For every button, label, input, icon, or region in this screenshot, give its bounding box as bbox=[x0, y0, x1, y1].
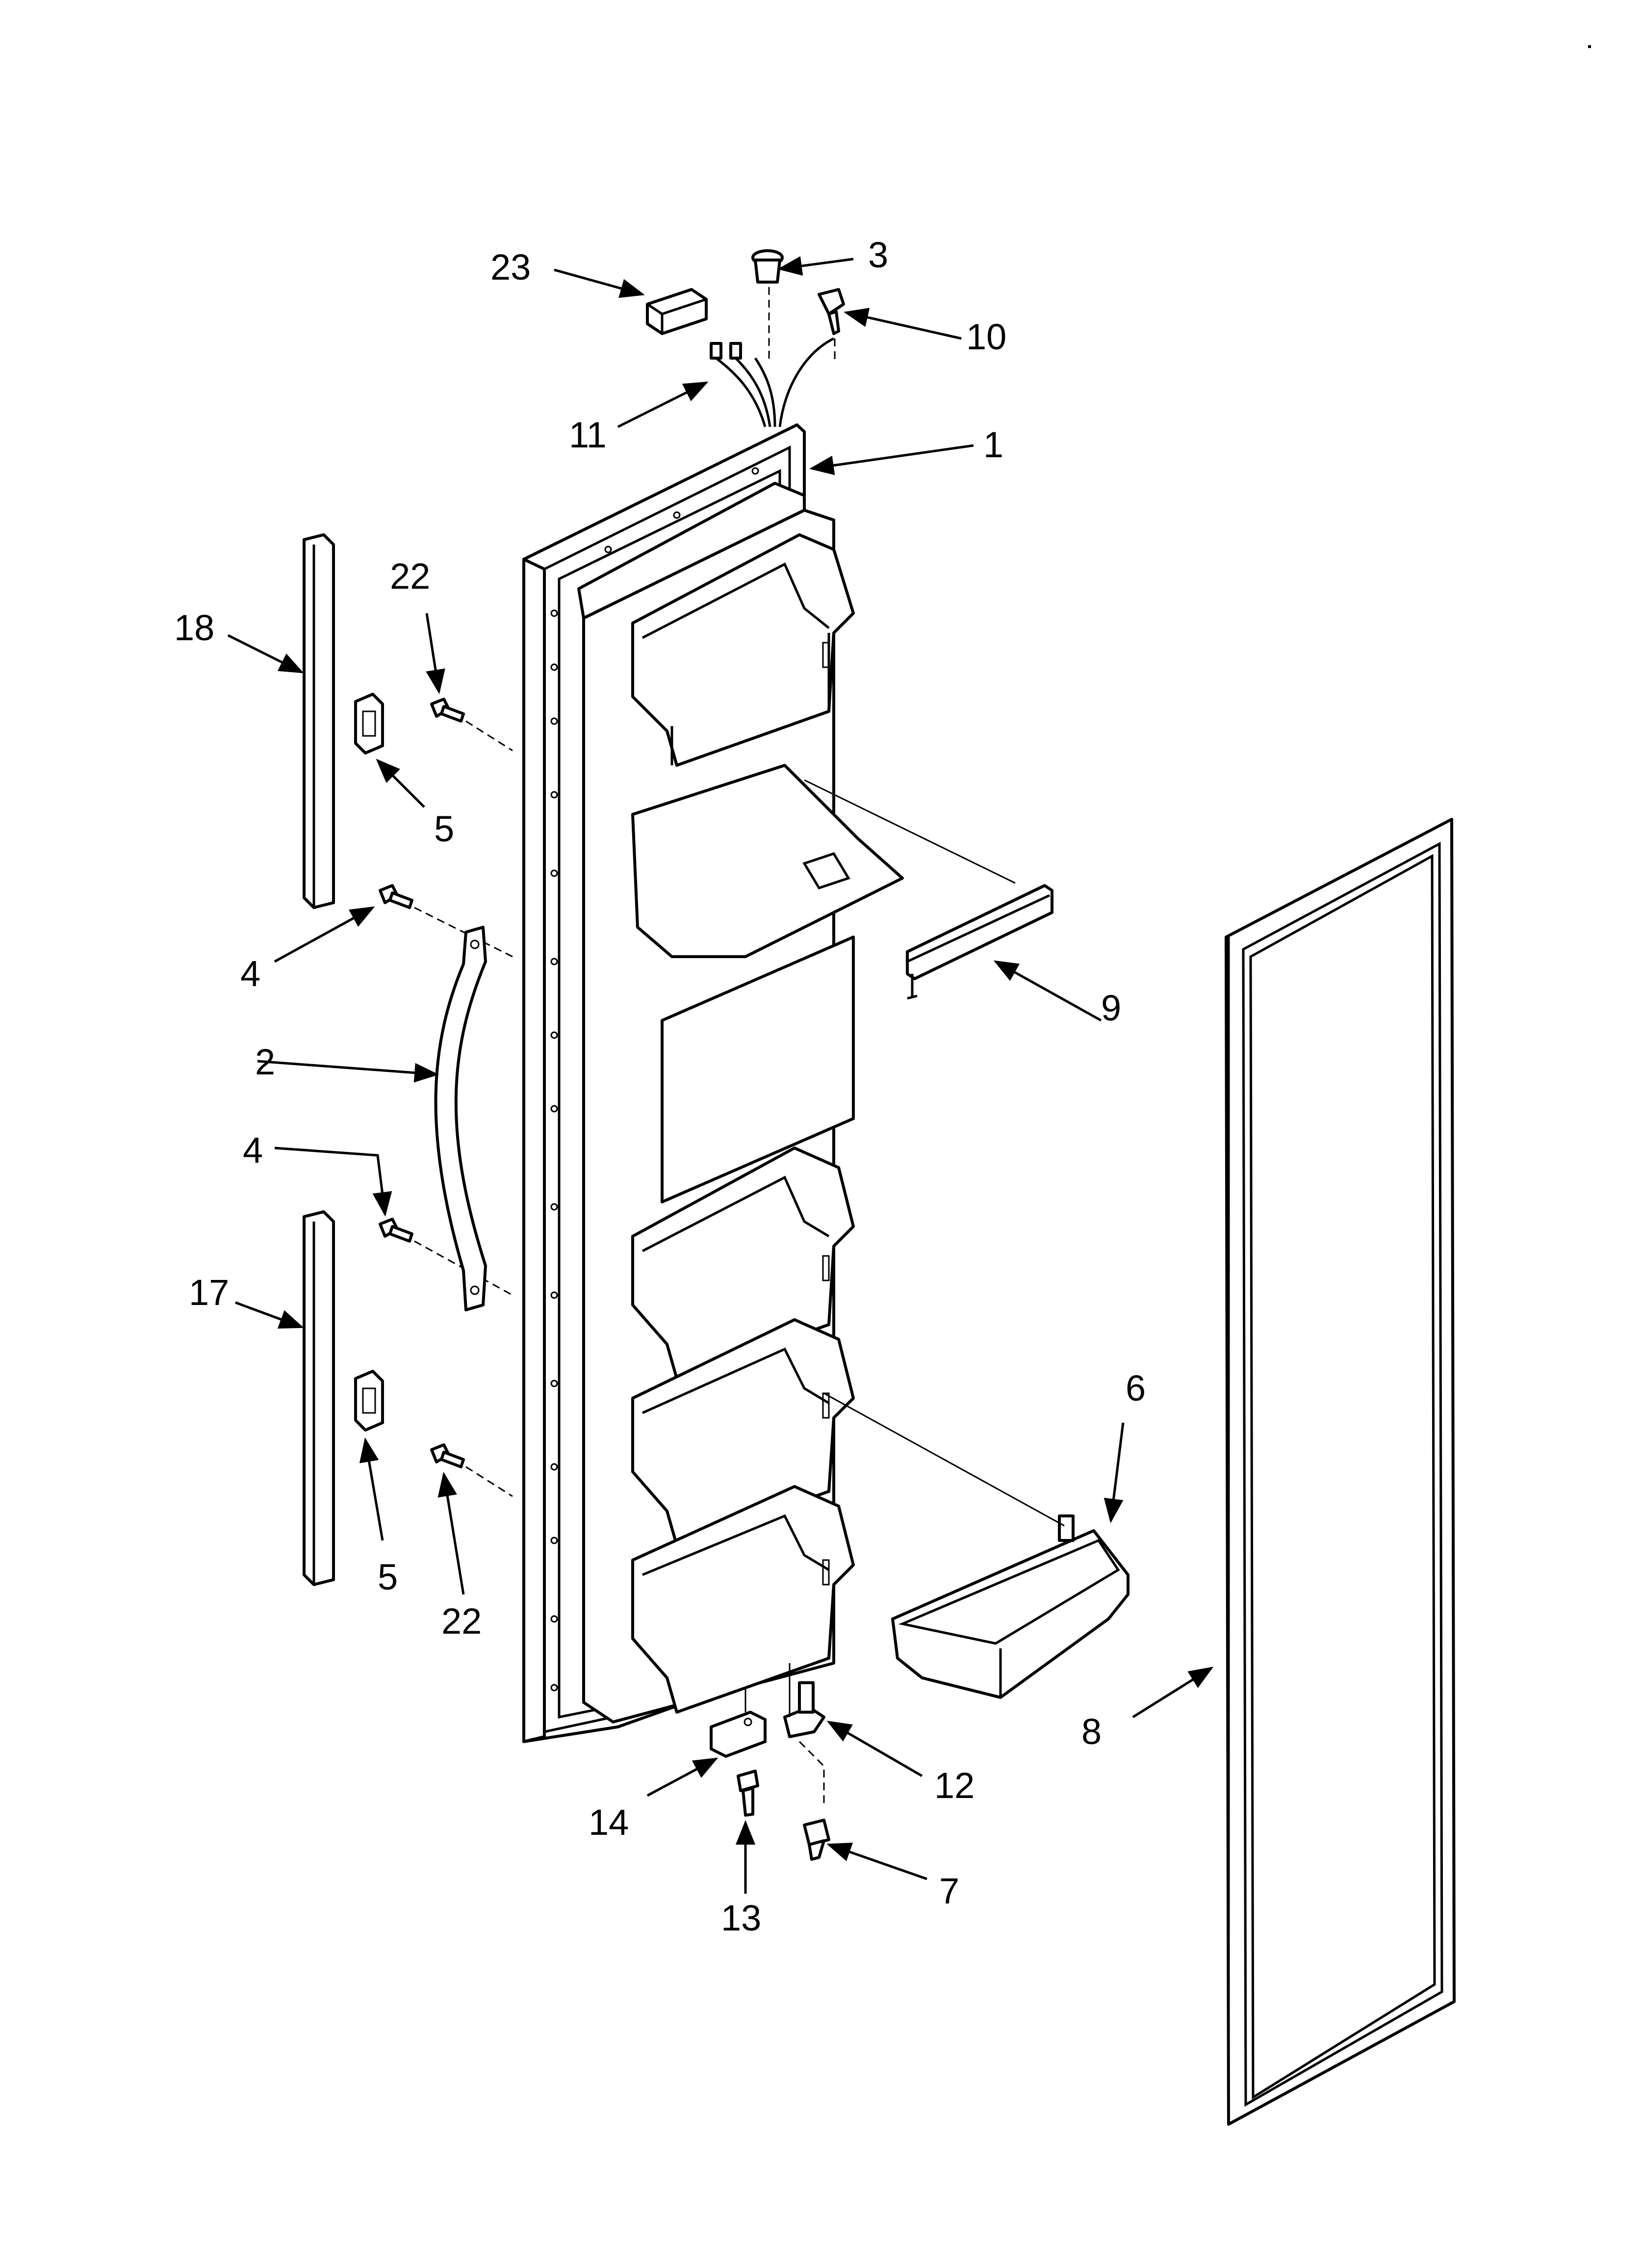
callout-11: 11 bbox=[569, 415, 607, 455]
callout-13: 13 bbox=[721, 1898, 761, 1938]
callout-12: 12 bbox=[934, 1765, 975, 1806]
screw-4-lower bbox=[379, 1218, 513, 1296]
clip-5-lower bbox=[354, 1370, 384, 1432]
callout-4-lower: 4 bbox=[243, 1130, 263, 1171]
callout-5-lower: 5 bbox=[378, 1557, 398, 1597]
wire-harness bbox=[710, 337, 835, 427]
callout-9: 9 bbox=[1101, 988, 1121, 1028]
trim-17 bbox=[303, 1210, 335, 1586]
handle-2 bbox=[434, 926, 487, 1311]
trim-18 bbox=[303, 533, 335, 909]
callout-18: 18 bbox=[174, 607, 214, 648]
light-socket bbox=[751, 249, 784, 363]
screw-7 bbox=[803, 1819, 830, 1861]
corner-mark bbox=[1588, 45, 1591, 48]
callout-22-upper: 22 bbox=[390, 556, 430, 597]
callout-17: 17 bbox=[189, 1272, 229, 1313]
hinge-pin-12 bbox=[783, 1663, 825, 1805]
callout-3: 3 bbox=[868, 235, 888, 275]
screw-13 bbox=[737, 1770, 759, 1817]
callout-22-lower: 22 bbox=[441, 1601, 482, 1642]
callout-2: 2 bbox=[255, 1042, 275, 1082]
callout-labels: 23 3 10 11 1 22 18 5 4 9 2 4 17 6 5 22 8… bbox=[174, 235, 1146, 1938]
hinge-block-14 bbox=[710, 1688, 767, 1758]
bracket-9 bbox=[804, 779, 1053, 1000]
callout-4-upper: 4 bbox=[240, 953, 260, 994]
callout-6: 6 bbox=[1126, 1368, 1146, 1408]
screw-22-upper bbox=[430, 698, 513, 752]
callout-7: 7 bbox=[939, 1871, 959, 1911]
screw-4-upper bbox=[379, 884, 513, 958]
callout-14: 14 bbox=[589, 1802, 629, 1843]
connector-23 bbox=[646, 288, 708, 335]
bin-6 bbox=[823, 1392, 1129, 1699]
callout-1: 1 bbox=[983, 424, 1003, 465]
door-assembly bbox=[522, 423, 904, 1743]
screw-22-lower bbox=[430, 1443, 513, 1497]
callout-10: 10 bbox=[966, 316, 1006, 357]
callout-5-upper: 5 bbox=[434, 808, 454, 849]
clip-5-upper bbox=[354, 693, 384, 755]
callout-8: 8 bbox=[1081, 1711, 1102, 1752]
door-gasket-8 bbox=[1225, 818, 1456, 2126]
leader-lines bbox=[227, 256, 1214, 1894]
callout-23: 23 bbox=[490, 247, 531, 287]
screw-10 bbox=[818, 288, 845, 363]
